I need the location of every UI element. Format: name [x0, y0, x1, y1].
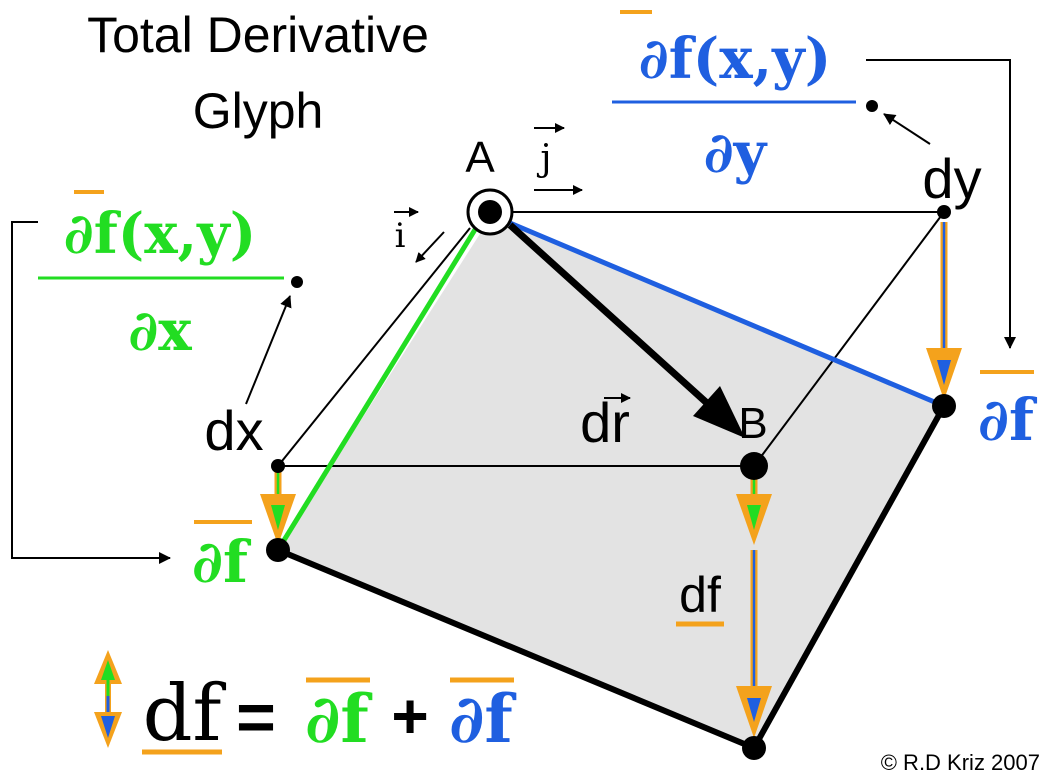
point-a-label: A	[465, 133, 495, 182]
point-bottom	[742, 736, 766, 760]
partial-f-green: ∂f	[192, 520, 252, 596]
equation-term2: ∂f	[449, 677, 516, 758]
dy-label: dy	[922, 147, 981, 210]
point-a-dot	[478, 200, 502, 224]
dx-pointer	[245, 295, 292, 405]
partial-y-fraction: ∂f(x,y) ∂y	[612, 10, 856, 186]
partial-y-denominator: ∂y	[704, 120, 768, 186]
partial-y-numerator: ∂f(x,y)	[639, 26, 831, 92]
connector-green	[11, 221, 171, 564]
point-dy	[937, 205, 951, 219]
connector-blue	[866, 59, 1016, 349]
surface-plane	[278, 215, 944, 748]
bottom-edge-left	[276, 547, 756, 751]
partial-f-blue-text: ∂f	[978, 386, 1038, 454]
dr-vector-head	[693, 386, 745, 438]
title-line-1: Total Derivative	[87, 7, 429, 63]
green-edge	[275, 226, 479, 552]
equation-term2-text: ∂f	[449, 680, 516, 758]
dr-vector-shaft	[507, 222, 711, 407]
equation-term1: ∂f	[305, 677, 372, 758]
arrow-b-blue-partial	[736, 550, 772, 738]
unit-vector-j-label: j	[536, 138, 551, 179]
partial-x-fraction: ∂f(x,y) ∂x	[38, 190, 284, 364]
point-b	[740, 452, 768, 480]
plane-edge-dy-b	[753, 211, 945, 467]
equation-term1-text: ∂f	[305, 680, 372, 758]
dr-label: dr	[580, 391, 630, 454]
point-partial-blue	[932, 394, 956, 418]
legend-double-arrow	[94, 650, 122, 748]
title-line-2: Glyph	[193, 83, 324, 139]
copyright: © R.D Kriz 2007	[881, 750, 1040, 775]
bottom-edge-right	[751, 404, 947, 750]
equation-equals: =	[236, 679, 276, 755]
dx-label: dx	[204, 399, 263, 462]
dy-pointer	[883, 113, 931, 145]
partial-f-blue: ∂f	[978, 370, 1038, 454]
df-label: df	[679, 567, 721, 623]
partial-x-numerator: ∂f(x,y)	[64, 201, 256, 267]
partial-f-green-text: ∂f	[192, 528, 252, 596]
point-b-label: B	[738, 399, 767, 448]
blue-edge	[509, 220, 945, 409]
dot-partial-x-fraction	[291, 276, 303, 288]
equation-lhs: df	[143, 669, 227, 759]
arrow-dy-partial	[926, 222, 962, 400]
dot-partial-y-fraction	[866, 100, 878, 112]
point-dx	[271, 459, 285, 473]
arrow-dx-partial	[260, 472, 296, 545]
partial-x-denominator: ∂x	[128, 298, 192, 364]
unit-vector-i: i	[394, 207, 445, 263]
unit-vector-i-label: i	[395, 216, 406, 256]
equation-plus: +	[391, 680, 428, 752]
unit-vector-j: j	[534, 123, 583, 195]
plane-edge-a-dx	[277, 227, 471, 467]
point-partial-green	[266, 538, 290, 562]
